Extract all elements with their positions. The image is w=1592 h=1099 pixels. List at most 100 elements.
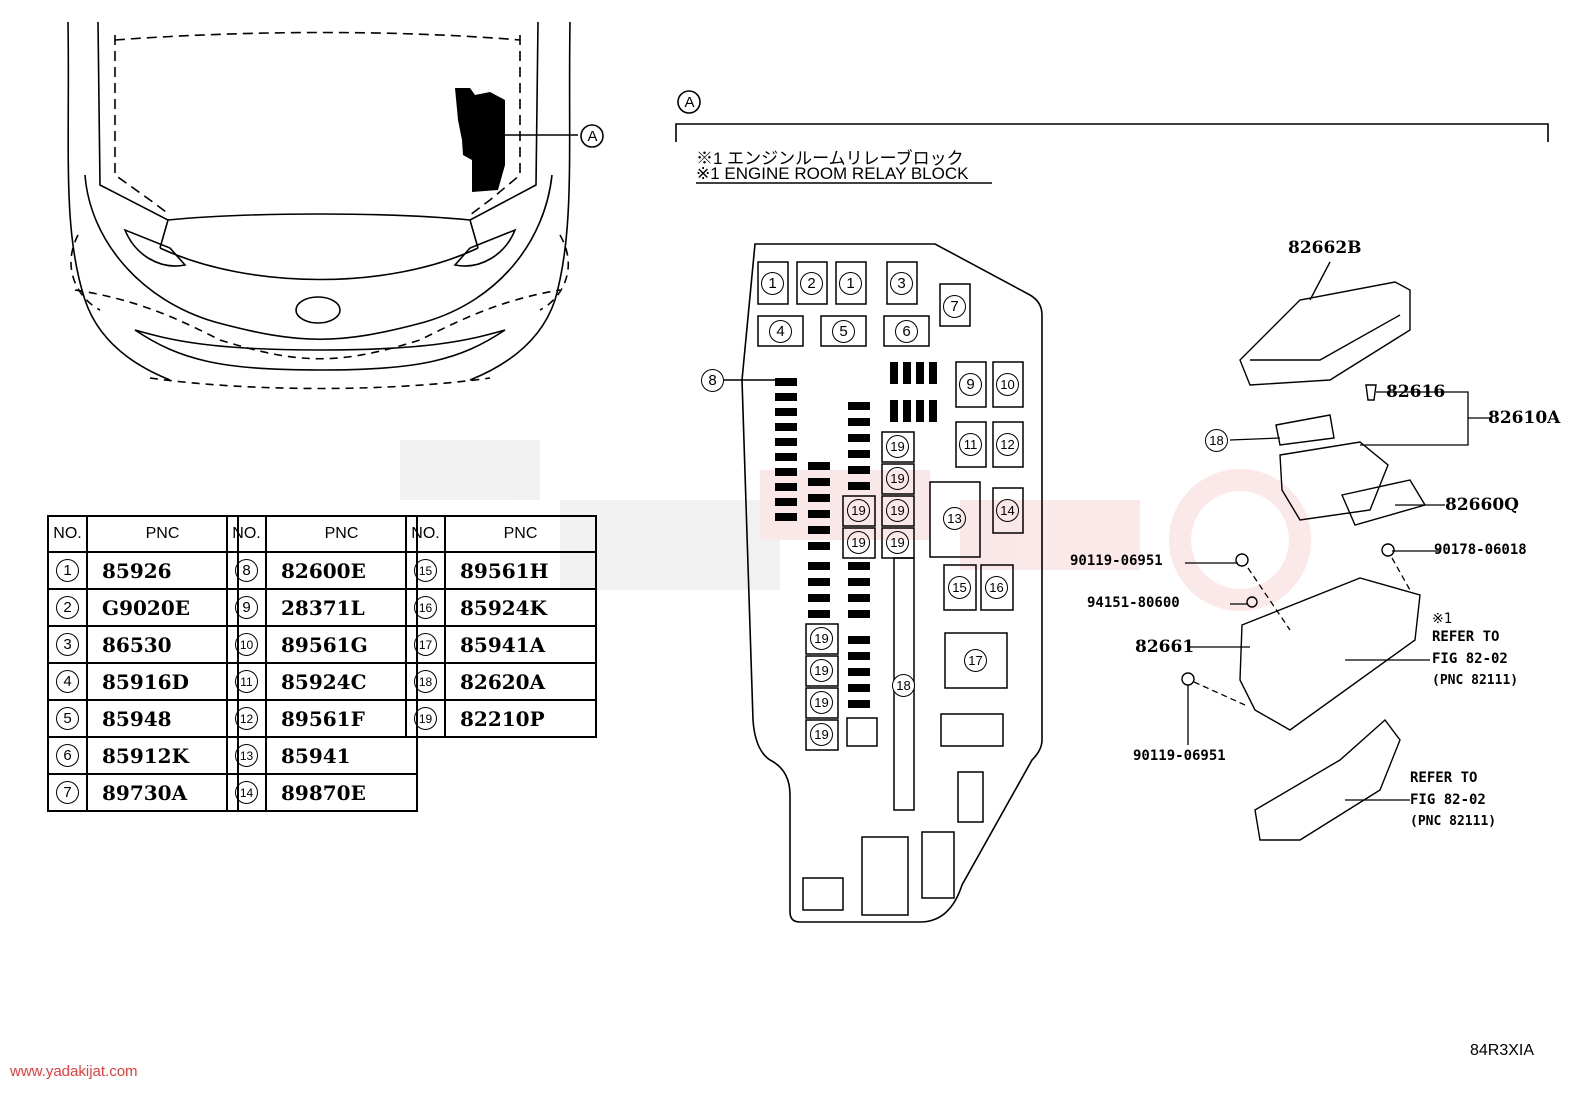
table-header: NO. PNC <box>405 515 597 553</box>
bracket-82661 <box>1239 577 1421 731</box>
block-callout-2: 2 <box>800 272 823 295</box>
label-pnc-1: (PNC 82111) <box>1432 673 1519 688</box>
label-ref-mark: ※1 <box>1432 611 1453 627</box>
view-a-marker <box>677 90 701 114</box>
header-no: NO. <box>405 515 446 553</box>
row-no: 3 <box>56 633 79 656</box>
block-callout-19-a: 19 <box>847 499 870 522</box>
block-callout-19-e: 19 <box>886 499 909 522</box>
header-pnc: PNC <box>265 515 418 553</box>
row-pnc: 85926 <box>86 551 239 590</box>
view-a-label-car: A <box>587 128 598 145</box>
label-82610A: 82610A <box>1488 408 1561 428</box>
row-no: 18 <box>414 670 437 693</box>
block-callout-19-d: 19 <box>886 467 909 490</box>
table-row: 10 89561G <box>226 625 418 664</box>
car-front-outline <box>67 21 571 390</box>
block-callout-12: 12 <box>996 433 1019 456</box>
block-callout-19-c: 19 <box>886 435 909 458</box>
label-18-callout: 18 <box>1205 429 1228 452</box>
label-90178-06018: 90178-06018 <box>1434 542 1527 558</box>
row-pnc: 85948 <box>86 699 239 738</box>
relay-82660Q <box>1341 479 1427 526</box>
row-pnc: G9020E <box>86 588 239 627</box>
relay-base-82610A <box>1279 441 1389 521</box>
table-row: 2 G9020E <box>47 588 239 627</box>
block-callout-11: 11 <box>959 433 982 456</box>
label-refer-to-2: REFER TO <box>1410 770 1478 786</box>
row-no: 11 <box>235 670 258 693</box>
cover-82662B <box>1239 281 1411 386</box>
block-callout-9: 9 <box>959 373 982 396</box>
row-no: 14 <box>235 781 258 804</box>
row-no: 9 <box>235 596 258 619</box>
block-callout-17: 17 <box>964 649 987 672</box>
row-pnc: 85941A <box>444 625 597 664</box>
table-row: 3 86530 <box>47 625 239 664</box>
row-no: 16 <box>414 596 437 619</box>
block-callout-19-f: 19 <box>886 531 909 554</box>
label-fig-2: FIG 82-02 <box>1410 792 1486 808</box>
label-94151-80600: 94151-80600 <box>1087 595 1180 611</box>
label-90119-06951-top: 90119-06951 <box>1070 553 1163 569</box>
table-header: NO. PNC <box>226 515 418 553</box>
row-no: 5 <box>56 707 79 730</box>
block-callout-19-j: 19 <box>810 723 833 746</box>
header-no: NO. <box>226 515 267 553</box>
fuse-bars <box>775 362 937 708</box>
view-a-label: A <box>684 94 695 111</box>
block-callout-19-g: 19 <box>810 627 833 650</box>
relay-block-location-mark <box>455 88 505 192</box>
row-no: 7 <box>56 781 79 804</box>
row-pnc: 82600E <box>265 551 418 590</box>
relay-block-outline <box>741 243 1043 923</box>
block-callout-8: 8 <box>701 369 724 392</box>
header-no: NO. <box>47 515 88 553</box>
row-no: 10 <box>235 633 258 656</box>
block-callout-19-i: 19 <box>810 691 833 714</box>
block-callout-10: 10 <box>996 373 1019 396</box>
label-90119-06951-bottom: 90119-06951 <box>1133 748 1226 764</box>
block-callout-15: 15 <box>948 576 971 599</box>
leader-lines <box>1185 391 1490 801</box>
row-pnc: 89561H <box>444 551 597 590</box>
exploded-parts <box>1181 261 1427 841</box>
note-en: ※1 ENGINE ROOM RELAY BLOCK <box>696 164 969 183</box>
view-a-marker-car <box>580 124 604 148</box>
block-callout-3: 3 <box>890 272 913 295</box>
block-callout-13: 13 <box>943 507 966 530</box>
row-no: 1 <box>56 559 79 582</box>
row-pnc: 28371L <box>265 588 418 627</box>
row-pnc: 85916D <box>86 662 239 701</box>
label-82616: 82616 <box>1386 382 1446 402</box>
header-pnc: PNC <box>86 515 239 553</box>
block-callout-19-b: 19 <box>847 531 870 554</box>
row-no: 2 <box>56 596 79 619</box>
block-callout-5: 5 <box>832 320 855 343</box>
watermark-logo <box>400 440 1311 611</box>
relay-block-components <box>757 261 1024 916</box>
watermark-url[interactable]: www.yadakijat.com <box>10 1063 138 1080</box>
block-callout-6: 6 <box>895 320 918 343</box>
row-no: 4 <box>56 670 79 693</box>
note-jp: ※1 エンジンルームリレーブロック <box>696 149 964 168</box>
row-pnc: 89561G <box>265 625 418 664</box>
block-callout-14: 14 <box>996 499 1019 522</box>
label-82660Q: 82660Q <box>1445 495 1519 515</box>
row-no: 12 <box>235 707 258 730</box>
row-pnc: 86530 <box>86 625 239 664</box>
